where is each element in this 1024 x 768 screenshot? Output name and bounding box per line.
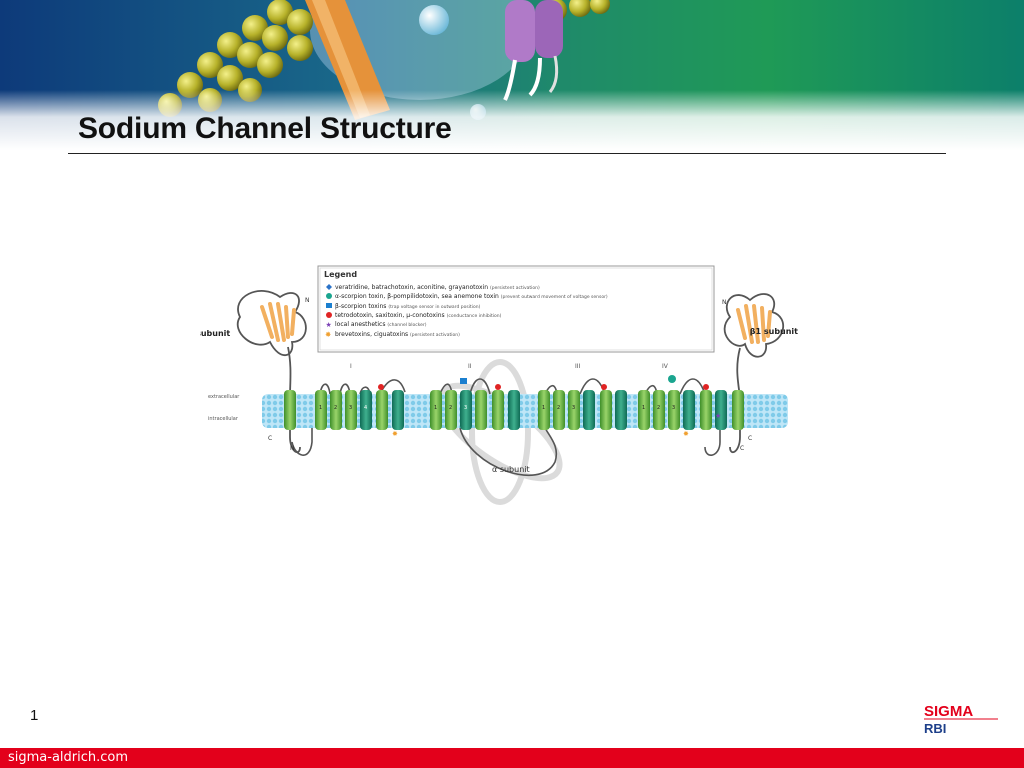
- legend-item-note: (trap voltage sensor in outward position…: [388, 304, 480, 310]
- page-number: 1: [30, 707, 39, 724]
- segment-label: 3: [572, 405, 575, 411]
- legend-item-note: (persistent activation): [490, 285, 540, 291]
- segment-label: 2: [657, 405, 660, 411]
- legend-item-text: brevetoxins, ciguatoxins: [335, 331, 408, 338]
- domain-label: III: [575, 363, 581, 370]
- legend-item-5: ★ local anesthetics (channel blocker): [326, 321, 427, 329]
- svg-text:✸: ✸: [392, 430, 398, 438]
- segment-label: 1: [319, 405, 322, 411]
- beta1-subunit: N β1 subunit C: [722, 293, 798, 454]
- footer-bar: sigma-aldrich.com: [0, 748, 1024, 768]
- legend-item-note: (conductance inhibition): [447, 313, 502, 319]
- segment-label: 3: [672, 405, 675, 411]
- legend-item-1: veratridine, batrachotoxin, aconitine, g…: [326, 284, 540, 291]
- logo-top-text: SIGMA: [924, 703, 973, 720]
- blue-diamond-icon: [326, 284, 332, 290]
- sodium-channel-diagram: A Legend veratridine, batrachotoxin, aco…: [182, 262, 800, 507]
- banner-graphic: [0, 0, 1024, 150]
- segment-label: 2: [557, 405, 560, 411]
- diagram-svg: A Legend veratridine, batrachotoxin, aco…: [182, 265, 798, 505]
- blue-square-icon: [326, 303, 332, 308]
- segment-label: 1: [542, 405, 545, 411]
- beta2-subunit: N β2 subunit C: [182, 290, 310, 454]
- domain-label: IV: [662, 363, 669, 370]
- c-terminus-label: C: [268, 435, 272, 442]
- watermark-logo: A: [437, 359, 563, 505]
- domain-1: I 1 2 3 4 ✸: [284, 363, 406, 438]
- segment-label: 1: [642, 405, 645, 411]
- legend-item-note: (persistent activation): [410, 332, 460, 338]
- red-circle-icon: [326, 312, 332, 318]
- domain-label: I: [350, 363, 352, 370]
- segment-label: 3: [464, 405, 467, 411]
- legend-item-text: β-scorpion toxins: [335, 303, 386, 310]
- legend-item-4: tetrodotoxin, saxitoxin, μ-conotoxins (c…: [326, 312, 502, 319]
- domain-2: II 1 2 3: [430, 363, 520, 430]
- n-terminus-label: N: [290, 445, 295, 452]
- svg-text:★: ★: [715, 412, 721, 420]
- segment-label: 2: [334, 405, 337, 411]
- purple-star-icon: ★: [326, 321, 332, 329]
- svg-text:β-scorpion toxins (trap voltag: β-scorpion toxins (trap voltage sensor i…: [335, 303, 481, 310]
- footer-url: sigma-aldrich.com: [8, 750, 129, 765]
- segment-label: 4: [364, 405, 367, 411]
- svg-text:tetrodotoxin, saxitoxin, μ-con: tetrodotoxin, saxitoxin, μ-conotoxins (c…: [335, 312, 502, 319]
- legend-item-3: β-scorpion toxins (trap voltage sensor i…: [326, 303, 481, 310]
- c-terminus-label: C: [748, 435, 752, 442]
- legend-title: Legend: [324, 270, 357, 279]
- c-terminus-label: C: [740, 445, 744, 452]
- teal-circle-icon: [326, 293, 332, 299]
- svg-text:brevetoxins, ciguatoxins (pers: brevetoxins, ciguatoxins (persistent act…: [335, 331, 460, 338]
- n-terminus-label: N: [305, 297, 310, 304]
- svg-text:α-scorpion toxin, β-pompilidot: α-scorpion toxin, β-pompilidotoxin, sea …: [335, 293, 608, 300]
- domain-3: III 1 2 3: [538, 363, 627, 430]
- svg-text:veratridine, batrachotoxin, ac: veratridine, batrachotoxin, aconitine, g…: [335, 284, 540, 291]
- header-banner: [0, 0, 1024, 150]
- beta2-label: β2 subunit: [200, 329, 230, 338]
- legend-item-6: ✸ brevetoxins, ciguatoxins (persistent a…: [325, 330, 460, 339]
- n-terminus-label: N: [722, 299, 727, 306]
- segment-label: 1: [434, 405, 437, 411]
- beta1-label: β1 subunit: [750, 327, 798, 336]
- logo-bottom-text: RBI: [924, 721, 946, 736]
- legend-item-text: tetrodotoxin, saxitoxin, μ-conotoxins: [335, 312, 445, 319]
- alpha-label: α subunit: [492, 465, 530, 474]
- legend-box: Legend veratridine, batrachotoxin, aconi…: [317, 265, 715, 353]
- segment-label: 3: [349, 405, 352, 411]
- svg-text:local anesthetics (channel blo: local anesthetics (channel blocker): [335, 321, 427, 328]
- extracellular-label: extracellular: [208, 394, 240, 400]
- intracellular-label: intracellular: [208, 416, 239, 422]
- legend-item-note: (prevent outward movement of voltage sen…: [501, 294, 608, 300]
- domain-4: IV 1 2 3 ★ ✸: [638, 363, 744, 438]
- legend-item-note: (channel blocker): [387, 322, 426, 328]
- segment-label: 2: [449, 405, 452, 411]
- orange-star-icon: ✸: [325, 330, 331, 339]
- legend-item-2: α-scorpion toxin, β-pompilidotoxin, sea …: [326, 293, 608, 300]
- legend-item-text: local anesthetics: [335, 321, 385, 328]
- svg-text:✸: ✸: [683, 430, 689, 438]
- domain-label: II: [468, 363, 472, 370]
- title-divider: [68, 153, 946, 154]
- legend-item-text: veratridine, batrachotoxin, aconitine, g…: [335, 284, 488, 291]
- sigma-rbi-logo: SIGMA RBI: [922, 702, 1000, 736]
- legend-item-text: α-scorpion toxin, β-pompilidotoxin, sea …: [335, 293, 499, 300]
- slide-title: Sodium Channel Structure: [78, 112, 452, 145]
